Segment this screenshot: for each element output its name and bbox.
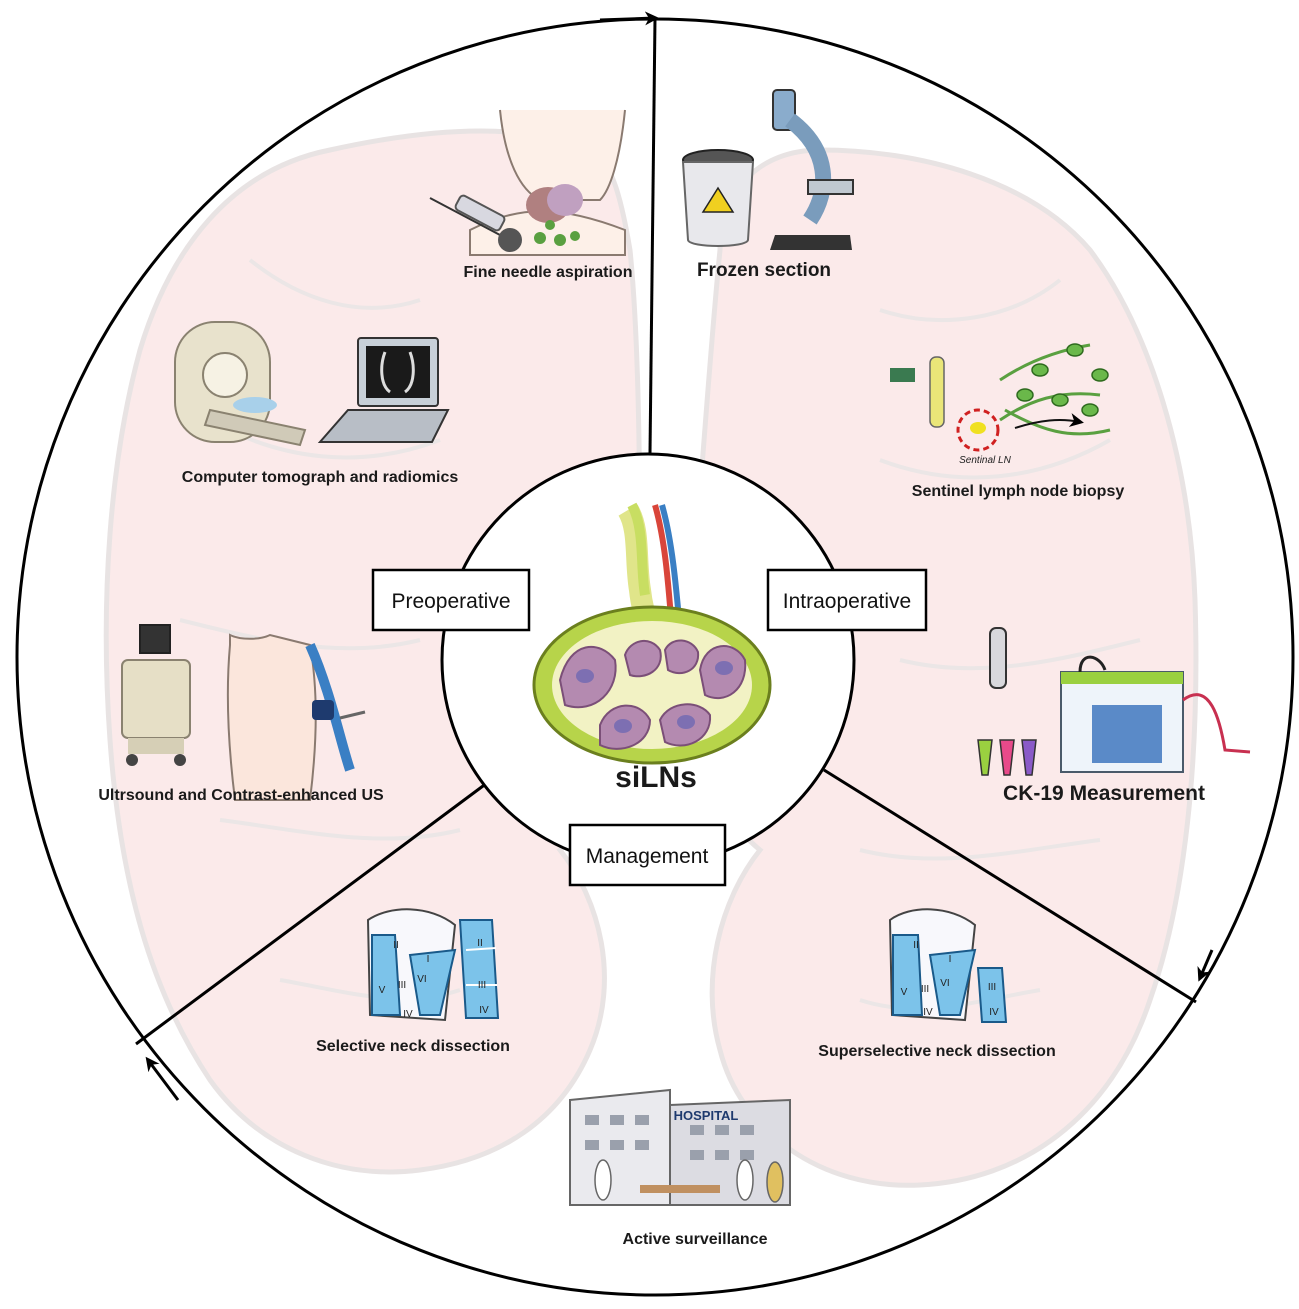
ct-scanner-icon (174, 321, 307, 447)
ssel-level-3: III (921, 984, 929, 995)
sel-level-1: I (427, 954, 430, 965)
sel-detail-2: II (477, 938, 483, 949)
laptop-icon (317, 337, 450, 443)
hospital-sign: HOSPITAL (674, 1108, 739, 1123)
label-fine-needle-aspiration: Fine needle aspiration (464, 264, 633, 281)
divider-left (135, 781, 488, 1046)
label-active-surveillance: Active surveillance (623, 1231, 768, 1248)
ssel-level-2: II (913, 940, 919, 951)
sel-detail-3: III (478, 980, 486, 991)
label-selective-neck: Selective neck dissection (316, 1038, 510, 1055)
label-ck19: CK-19 Measurement (1003, 782, 1205, 805)
cycle-arrow-right (1197, 949, 1214, 982)
phase-preoperative: Preoperative (371, 568, 531, 632)
center-label: siLNs (615, 761, 697, 794)
divider-top (648, 17, 657, 454)
hospital-icon (569, 1088, 791, 1206)
cycle-arrow-top (599, 11, 659, 26)
ssel-level-4: IV (923, 1007, 933, 1018)
lymph-node-icon (532, 502, 772, 765)
ssel-level-6: VI (940, 978, 949, 989)
sel-level-2: II (393, 940, 399, 951)
fine-needle-aspiration-icon (429, 109, 626, 256)
sel-detail-4: IV (479, 1005, 489, 1016)
label-frozen-section: Frozen section (697, 260, 831, 281)
sel-level-5: V (379, 985, 386, 996)
selective-neck-icon (366, 908, 500, 1022)
ssel-level-5: V (901, 987, 908, 998)
sentinel-lymph-node-icon (890, 343, 1111, 452)
microscope-icon (770, 89, 854, 250)
label-superselective-neck: Superselective neck dissection (818, 1043, 1055, 1060)
sel-level-3: III (398, 980, 406, 991)
sel-level-4: IV (403, 1009, 413, 1020)
phase-management: Management (568, 823, 727, 887)
sel-level-6: VI (417, 974, 426, 985)
divider-right (823, 768, 1197, 1004)
label-ct-radiomics: Computer tomograph and radiomics (182, 469, 459, 486)
ultrasound-machine-icon (121, 624, 191, 766)
patient-body-icon (226, 633, 366, 801)
ssel-detail-3: III (988, 982, 996, 993)
liquid-nitrogen-jar-icon (681, 149, 755, 247)
label-slnb: Sentinel lymph node biopsy (912, 483, 1125, 500)
ssel-detail-4: IV (989, 1007, 999, 1018)
phase-intraoperative-label: Intraoperative (783, 590, 911, 613)
label-ultrasound: Ultrsound and Contrast-enhanced US (98, 787, 384, 804)
ssel-level-1: I (949, 954, 952, 965)
phase-intraoperative: Intraoperative (766, 568, 928, 632)
superselective-neck-icon (888, 908, 1008, 1023)
cycle-arrow-left (145, 1056, 180, 1101)
phase-management-label: Management (586, 845, 709, 868)
ck19-apparatus-icon (977, 627, 1251, 776)
phase-preoperative-label: Preoperative (391, 590, 510, 613)
sentinel-tag: Sentinal LN (959, 455, 1011, 466)
